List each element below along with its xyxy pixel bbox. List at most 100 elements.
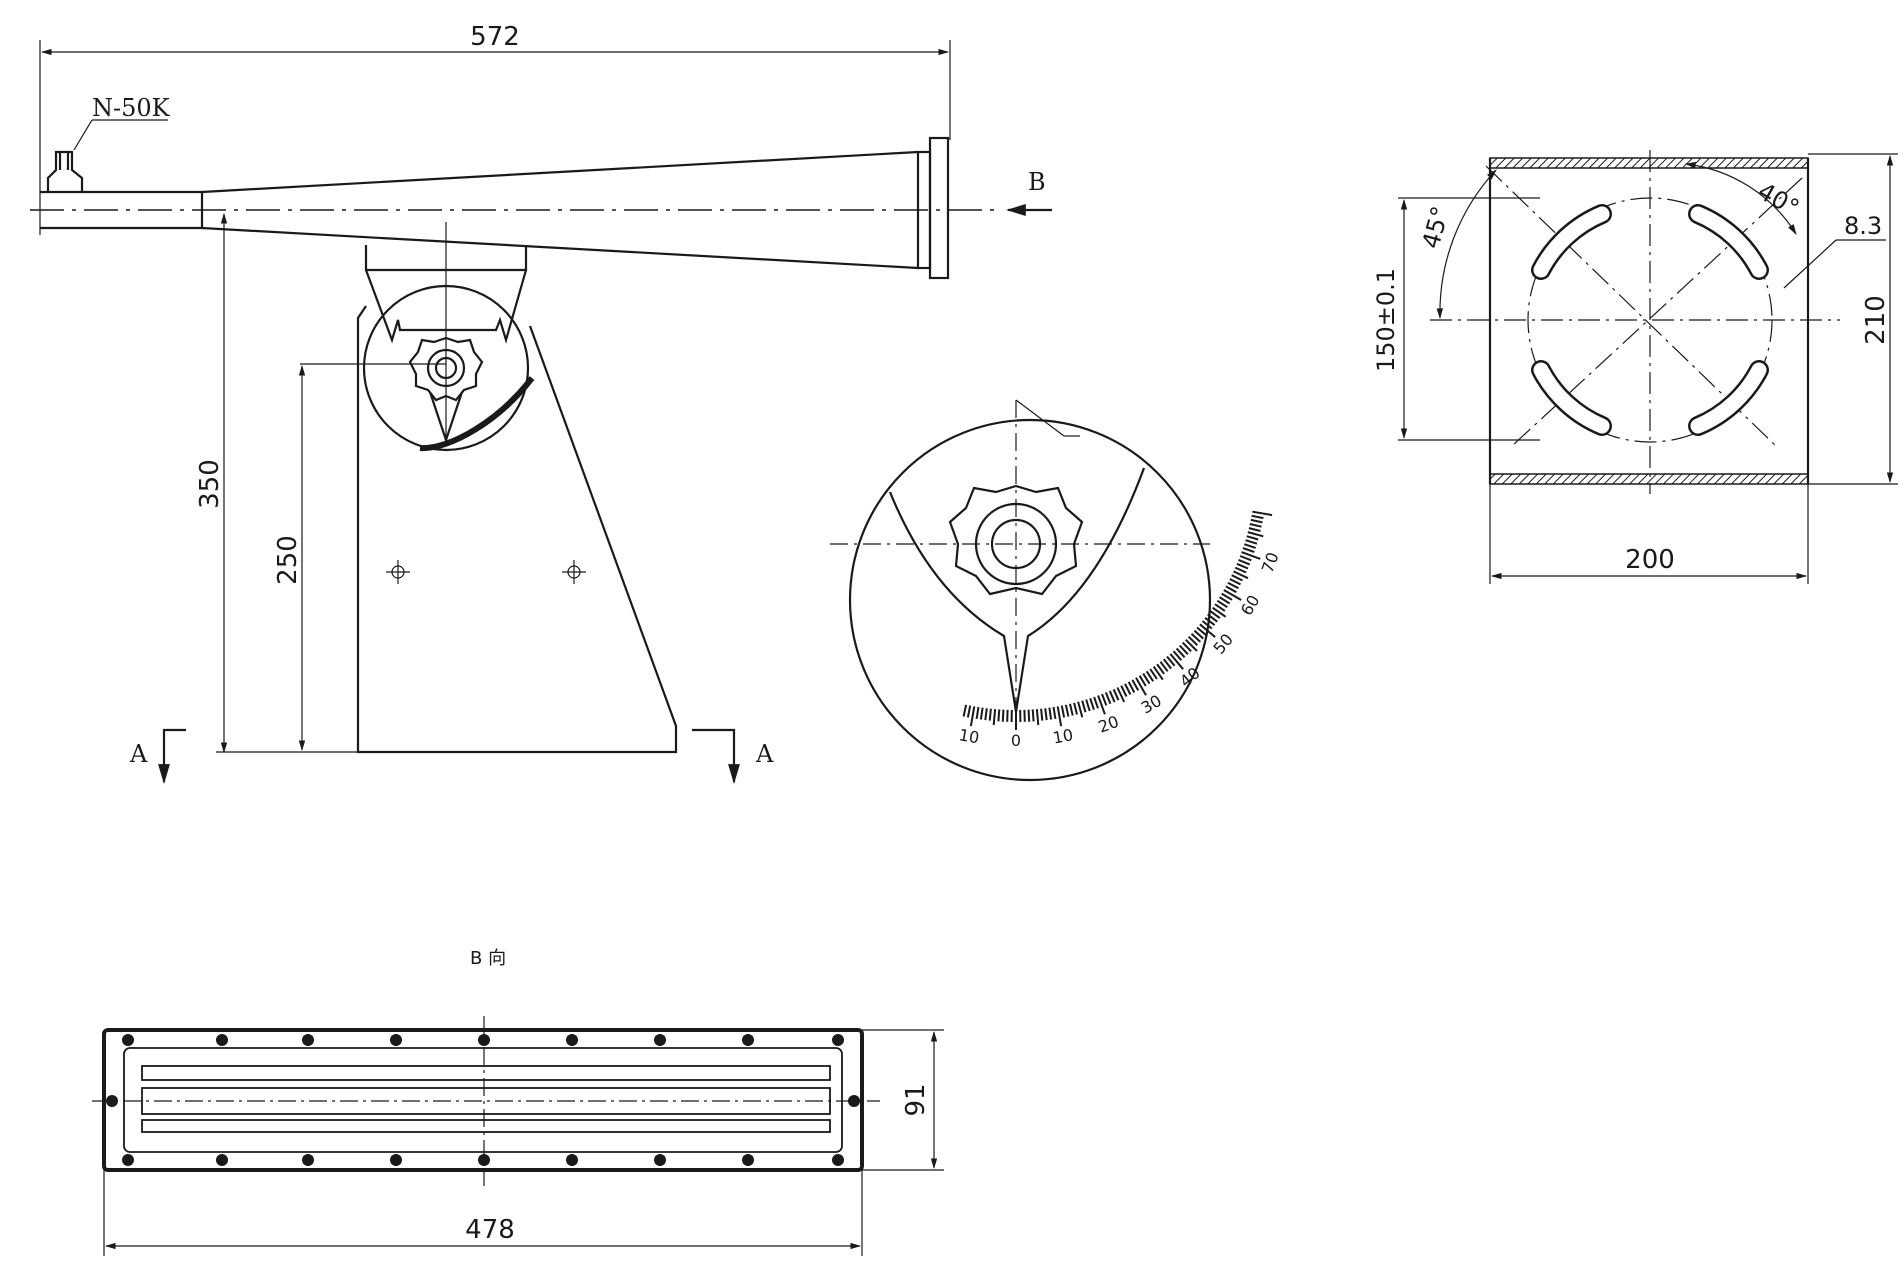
scale-tick [1175, 647, 1186, 658]
scale-tick [1108, 690, 1116, 703]
scale-tick [1035, 709, 1040, 726]
bolt-hole [478, 1154, 490, 1166]
scale-tick [1241, 551, 1261, 560]
bolt-hole [122, 1034, 134, 1046]
dim-478-text: 478 [465, 1215, 515, 1245]
scale-tick [1116, 687, 1126, 703]
connector-label: N-50K [92, 94, 171, 122]
section-a-left-mark [158, 728, 186, 784]
scale-tick [1247, 531, 1264, 538]
scale-tick [1001, 709, 1005, 722]
b-direction-view: B 向 91 478 [92, 948, 944, 1256]
scale-tick [1178, 644, 1189, 655]
scale-tick [979, 707, 984, 720]
section-title: B 向 [470, 948, 506, 969]
bolt-hole [216, 1034, 228, 1046]
scale-tick [1238, 558, 1251, 566]
scale-tick [1073, 702, 1078, 715]
dim-572-text: 572 [470, 22, 520, 52]
slot-top-left [1531, 204, 1612, 280]
scale-tick [1199, 623, 1216, 638]
scale-tick [1223, 589, 1242, 601]
scale-tick [984, 708, 988, 721]
scale-tick-label: 70 [1258, 550, 1283, 576]
bolt-hole [478, 1034, 490, 1046]
bolt-hole [654, 1154, 666, 1166]
stand-bracket [356, 222, 678, 754]
connector-n50k: N-50K [46, 94, 171, 192]
scale-tick [1093, 696, 1099, 709]
bolt-hole [832, 1034, 844, 1046]
side-view: 572 N-50K B [30, 22, 1052, 784]
scale-tick-label: 20 [1096, 712, 1122, 737]
scale-tick [1193, 629, 1204, 640]
scale-tick [1069, 703, 1074, 716]
scale-tick [1227, 581, 1239, 590]
scale-tick [1142, 672, 1151, 685]
scale-tick-label: 30 [1138, 691, 1165, 718]
scale-tick [1120, 685, 1128, 697]
scale-tick [1169, 653, 1184, 670]
scale-tick [1234, 566, 1247, 574]
slot-top-right [1688, 204, 1769, 280]
bolt-hole [832, 1154, 844, 1166]
scale-tick [1060, 705, 1066, 718]
detail-circle-marker [362, 284, 530, 452]
scale-tick [1245, 539, 1258, 545]
dim-200-text: 200 [1625, 545, 1675, 575]
scale-tick [1031, 709, 1035, 722]
scale-tick-label: 50 [1209, 630, 1237, 658]
mounting-hole-right [562, 560, 586, 584]
scale-tick [1218, 596, 1231, 605]
scale-tick [1231, 574, 1243, 582]
scale-tick [1156, 663, 1165, 675]
bolt-holes [106, 1034, 860, 1166]
scale-tick [1242, 547, 1255, 553]
scale-tick [1236, 562, 1249, 570]
scale-tick [1207, 613, 1218, 623]
bolt-hole [566, 1034, 578, 1046]
section-a-right-mark [692, 728, 740, 784]
scale-tick [1248, 527, 1261, 532]
scale-tick [966, 705, 972, 718]
scale-tick [969, 706, 976, 727]
scale-tick [975, 706, 980, 720]
scale-tick [992, 709, 997, 726]
scale-tick [1233, 570, 1249, 580]
scale-tick [1163, 658, 1172, 670]
scale-tick [1159, 661, 1169, 672]
scale-tick [1085, 699, 1091, 712]
bolt-hole [216, 1154, 228, 1166]
bolt-hole [302, 1034, 314, 1046]
scale-tick [1209, 610, 1221, 619]
scale-tick [997, 709, 1001, 722]
mounting-hole-left [386, 560, 410, 584]
scale-tick [1216, 599, 1228, 609]
dim-350-text: 350 [195, 459, 225, 509]
scale-tick [1214, 603, 1226, 612]
scale-tick [1104, 692, 1112, 705]
bolt-hole [566, 1154, 578, 1166]
scale-tick [1166, 655, 1176, 667]
scale-tick [1204, 617, 1216, 626]
scale-tick [1149, 668, 1158, 680]
scale-tick [1027, 709, 1031, 722]
scale-tick [1112, 688, 1120, 701]
scale-tick-label: 10 [1051, 725, 1074, 747]
scale-tick [1040, 708, 1044, 721]
scale-tick [1124, 683, 1132, 695]
detail-circle [848, 418, 1212, 782]
scale-tick [1131, 679, 1140, 691]
bolt-hole [122, 1154, 134, 1166]
scale-tick [1225, 585, 1237, 594]
slot-width-text: 8.3 [1844, 212, 1882, 240]
dim-91-text: 91 [901, 1083, 931, 1116]
scale-tick [1196, 626, 1207, 637]
scale-tick [1044, 708, 1048, 721]
scale-tick [1064, 704, 1070, 717]
adjust-knob [948, 484, 1084, 596]
scale-tick [1101, 693, 1108, 706]
